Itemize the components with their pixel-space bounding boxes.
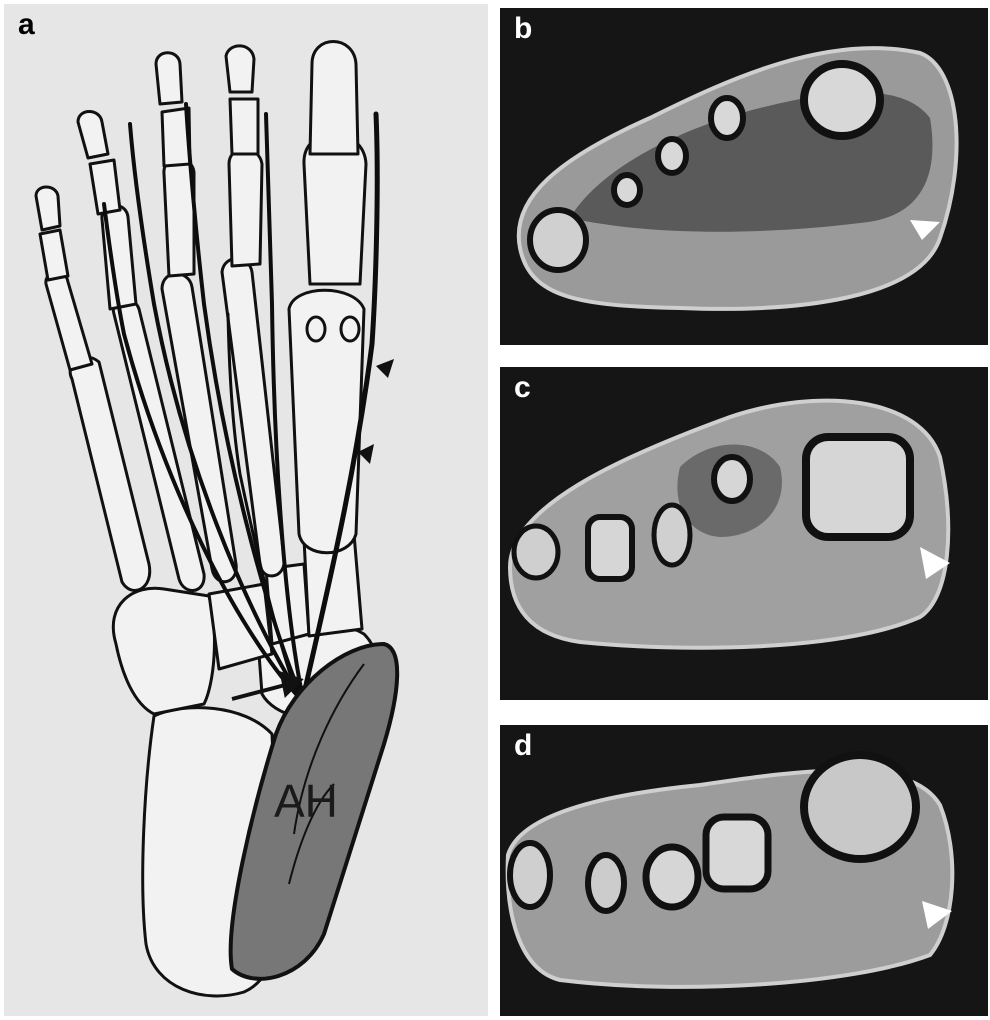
bone-section	[588, 517, 632, 579]
bone-section	[804, 755, 916, 859]
cuboid-bone	[113, 588, 214, 714]
phalanx	[40, 230, 68, 280]
bone-section	[530, 210, 586, 270]
bone-section	[806, 437, 910, 537]
panel-letter: c	[514, 371, 531, 405]
panel-letter: a	[18, 8, 35, 42]
mri-cross-section: b	[500, 8, 988, 345]
bone-section	[658, 139, 686, 173]
phalanx	[304, 134, 366, 284]
phalanx	[46, 272, 92, 370]
bone-section	[654, 505, 690, 565]
bone-section	[804, 64, 880, 136]
mri-image	[500, 8, 988, 345]
sesamoid-bone	[307, 317, 325, 341]
bone-section	[614, 175, 640, 205]
mri-image	[500, 725, 988, 1016]
phalanx	[229, 149, 262, 266]
arrowhead-marker	[376, 359, 394, 378]
bone-section	[714, 457, 750, 501]
panel-letter: d	[514, 729, 532, 763]
phalanx	[310, 42, 358, 155]
mri-cross-section: d	[500, 725, 988, 1016]
bone-section	[706, 817, 768, 889]
sesamoid-bone	[341, 317, 359, 341]
mri-cross-section: c	[500, 367, 988, 700]
phalanx	[36, 187, 60, 230]
phalanx	[156, 53, 182, 104]
foot-anatomy-drawing: a AH	[4, 4, 488, 1016]
bone-section	[514, 526, 558, 578]
phalanx	[78, 112, 108, 159]
phalanx	[230, 99, 258, 154]
panel-letter: b	[514, 12, 532, 46]
muscle-label: AH	[274, 774, 338, 828]
mri-image	[500, 367, 988, 700]
bone-section	[510, 843, 550, 907]
foot-skeleton-illustration	[4, 4, 488, 1016]
bone-section	[588, 855, 624, 911]
bone-section	[646, 847, 698, 907]
bone-section	[711, 98, 743, 138]
phalanx	[226, 46, 254, 92]
